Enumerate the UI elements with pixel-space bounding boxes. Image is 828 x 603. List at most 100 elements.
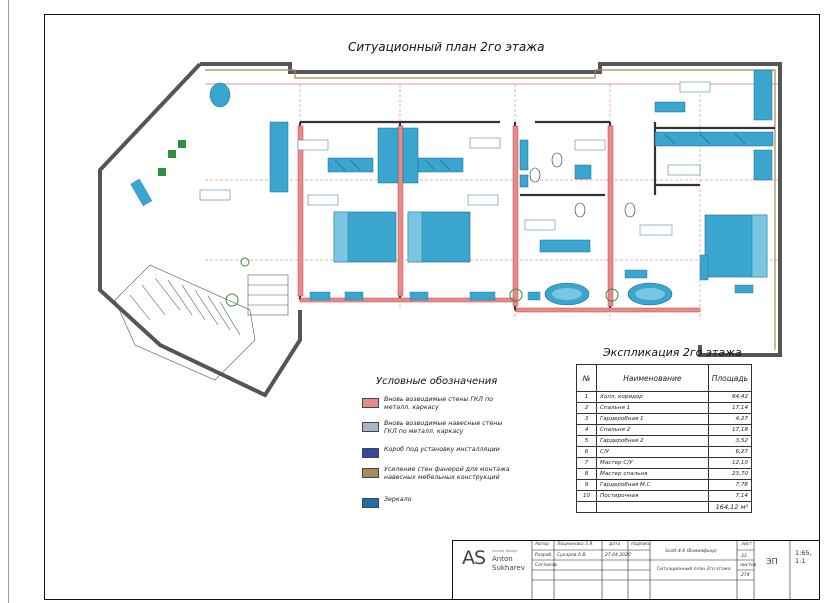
logo-first-name: Anton — [492, 555, 513, 563]
cell-area: 23,70 — [707, 468, 753, 480]
legend-item-gkl-hanging: Вновь возводимые навесные стены ГКЛ по м… — [362, 420, 512, 444]
cell-number: 8 — [576, 468, 597, 480]
cell-number: 1 — [576, 391, 597, 403]
legend-text: Зеркало — [384, 496, 412, 503]
cell-name: Гардеробная М.С — [596, 479, 709, 491]
legend-swatch — [362, 498, 379, 508]
legend-title: Условные обозначения — [376, 376, 498, 387]
cell-area: 7,78 — [707, 479, 753, 491]
cell-name: Гардеробная 2 — [596, 435, 709, 447]
legend-item-installation-box: Короб под установку инсталляции — [362, 446, 512, 460]
room-tags — [199, 81, 711, 236]
cell-name: Мастер спальня — [596, 468, 709, 480]
legend-item-plywood: Усиление стен фанерой для монтажа навесн… — [362, 466, 512, 492]
sheet-left-edge — [8, 0, 9, 603]
cell-area: 6,27 — [707, 446, 753, 458]
cell-area: 3,52 — [707, 435, 753, 447]
cell-name — [596, 501, 709, 513]
stamp-role-1: Автор — [535, 542, 549, 547]
stamp-sheet-title: Ситуационный план 2го этажа — [657, 567, 731, 572]
cell-area: 7,14 — [707, 490, 753, 502]
stamp-role-3: Согласов. — [535, 563, 559, 568]
legend-text: Вновь возводимые стены ГКЛ по металл. ка… — [384, 396, 494, 411]
cell-number: 3 — [576, 413, 597, 425]
stamp-date-label: дата — [609, 542, 621, 547]
legend-swatch — [362, 398, 379, 408]
stamp-sheet-num: 33 — [741, 554, 747, 559]
explication-title: Экспликация 2го этажа — [603, 346, 742, 359]
cell-name: Спальня 1 — [596, 402, 709, 414]
cell-name: С/У — [596, 446, 709, 458]
legend-swatch — [362, 448, 379, 458]
legend-item-mirror: Зеркало — [362, 496, 512, 510]
title-block: Автор Лоцманова З.Я. Разраб. Сухарев А.В… — [452, 540, 820, 600]
studio-logo: AS interior design Anton Sukharev — [462, 547, 525, 587]
legend-text: Вновь возводимые навесные стены ГКЛ по м… — [384, 420, 503, 435]
wardrobes — [269, 69, 774, 193]
legend-text: Усиление стен фанерой для монтажа навесн… — [384, 466, 510, 481]
stamp-role-2: Разраб. — [535, 553, 553, 558]
cell-name: Спальня 2 — [596, 424, 709, 436]
gkl-walls — [297, 125, 701, 313]
cell-name: Постирочная — [596, 490, 709, 502]
staircase — [114, 264, 289, 381]
cell-number: 7 — [576, 457, 597, 469]
col-header-area: Площадь — [707, 364, 753, 392]
stamp-project: Scott 4.6 (Вниияфьер) — [665, 549, 717, 554]
cell-number: 9 — [576, 479, 597, 491]
cell-name: Мастер С/У — [596, 457, 709, 469]
plants — [225, 257, 619, 307]
legend-swatch — [362, 422, 379, 432]
cell-total-area: 164,12 м² — [707, 501, 753, 513]
cell-number: 2 — [576, 402, 597, 414]
logo-monogram: AS — [462, 547, 486, 569]
col-header-name: Наименование — [596, 364, 709, 392]
stamp-sheets-total: 274 — [741, 573, 750, 578]
beds — [333, 211, 768, 278]
cell-area: 64,42 — [707, 391, 753, 403]
table-row-total: 164,12 м² — [576, 501, 753, 513]
logo-caption: interior design — [492, 549, 518, 553]
stamp-date-value: 27.04.2020 — [605, 553, 631, 558]
cell-name: Гардеробная 1 — [596, 413, 709, 425]
legend-text: Короб под установку инсталляции — [384, 446, 500, 453]
cell-number — [576, 501, 597, 513]
cell-area: 12,10 — [707, 457, 753, 469]
col-header-number: № — [576, 364, 597, 392]
stamp-name-1: Лоцманова З.Я. — [557, 542, 594, 547]
stamp-sheets-label: листов — [740, 563, 757, 568]
outer-walls — [98, 62, 782, 398]
stamp-name-2: Сухарев А.В. — [557, 553, 587, 558]
logo-last-name: Sukharev — [492, 564, 525, 572]
drawing-frame — [44, 14, 820, 600]
stamp-sheet-label: лист — [741, 542, 752, 547]
cell-area: 17,18 — [707, 424, 753, 436]
stamp-sign-label: подпись — [631, 542, 651, 547]
hall-furniture — [130, 82, 231, 207]
cell-area: 17,14 — [707, 402, 753, 414]
cell-name: Холл, коридор — [596, 391, 709, 403]
cell-number: 6 — [576, 446, 597, 458]
legend-swatch — [362, 468, 379, 478]
cell-area: 4,27 — [707, 413, 753, 425]
cell-number: 10 — [576, 490, 597, 502]
cell-number: 5 — [576, 435, 597, 447]
title-block-grid — [531, 540, 791, 600]
stamp-code: ЭП — [766, 557, 778, 566]
cell-number: 4 — [576, 424, 597, 436]
plan-title: Ситуационный план 2го этажа — [348, 40, 545, 54]
legend-item-gkl: Вновь возводимые стены ГКЛ по металл. ка… — [362, 396, 512, 414]
bath-fixtures — [519, 139, 592, 253]
